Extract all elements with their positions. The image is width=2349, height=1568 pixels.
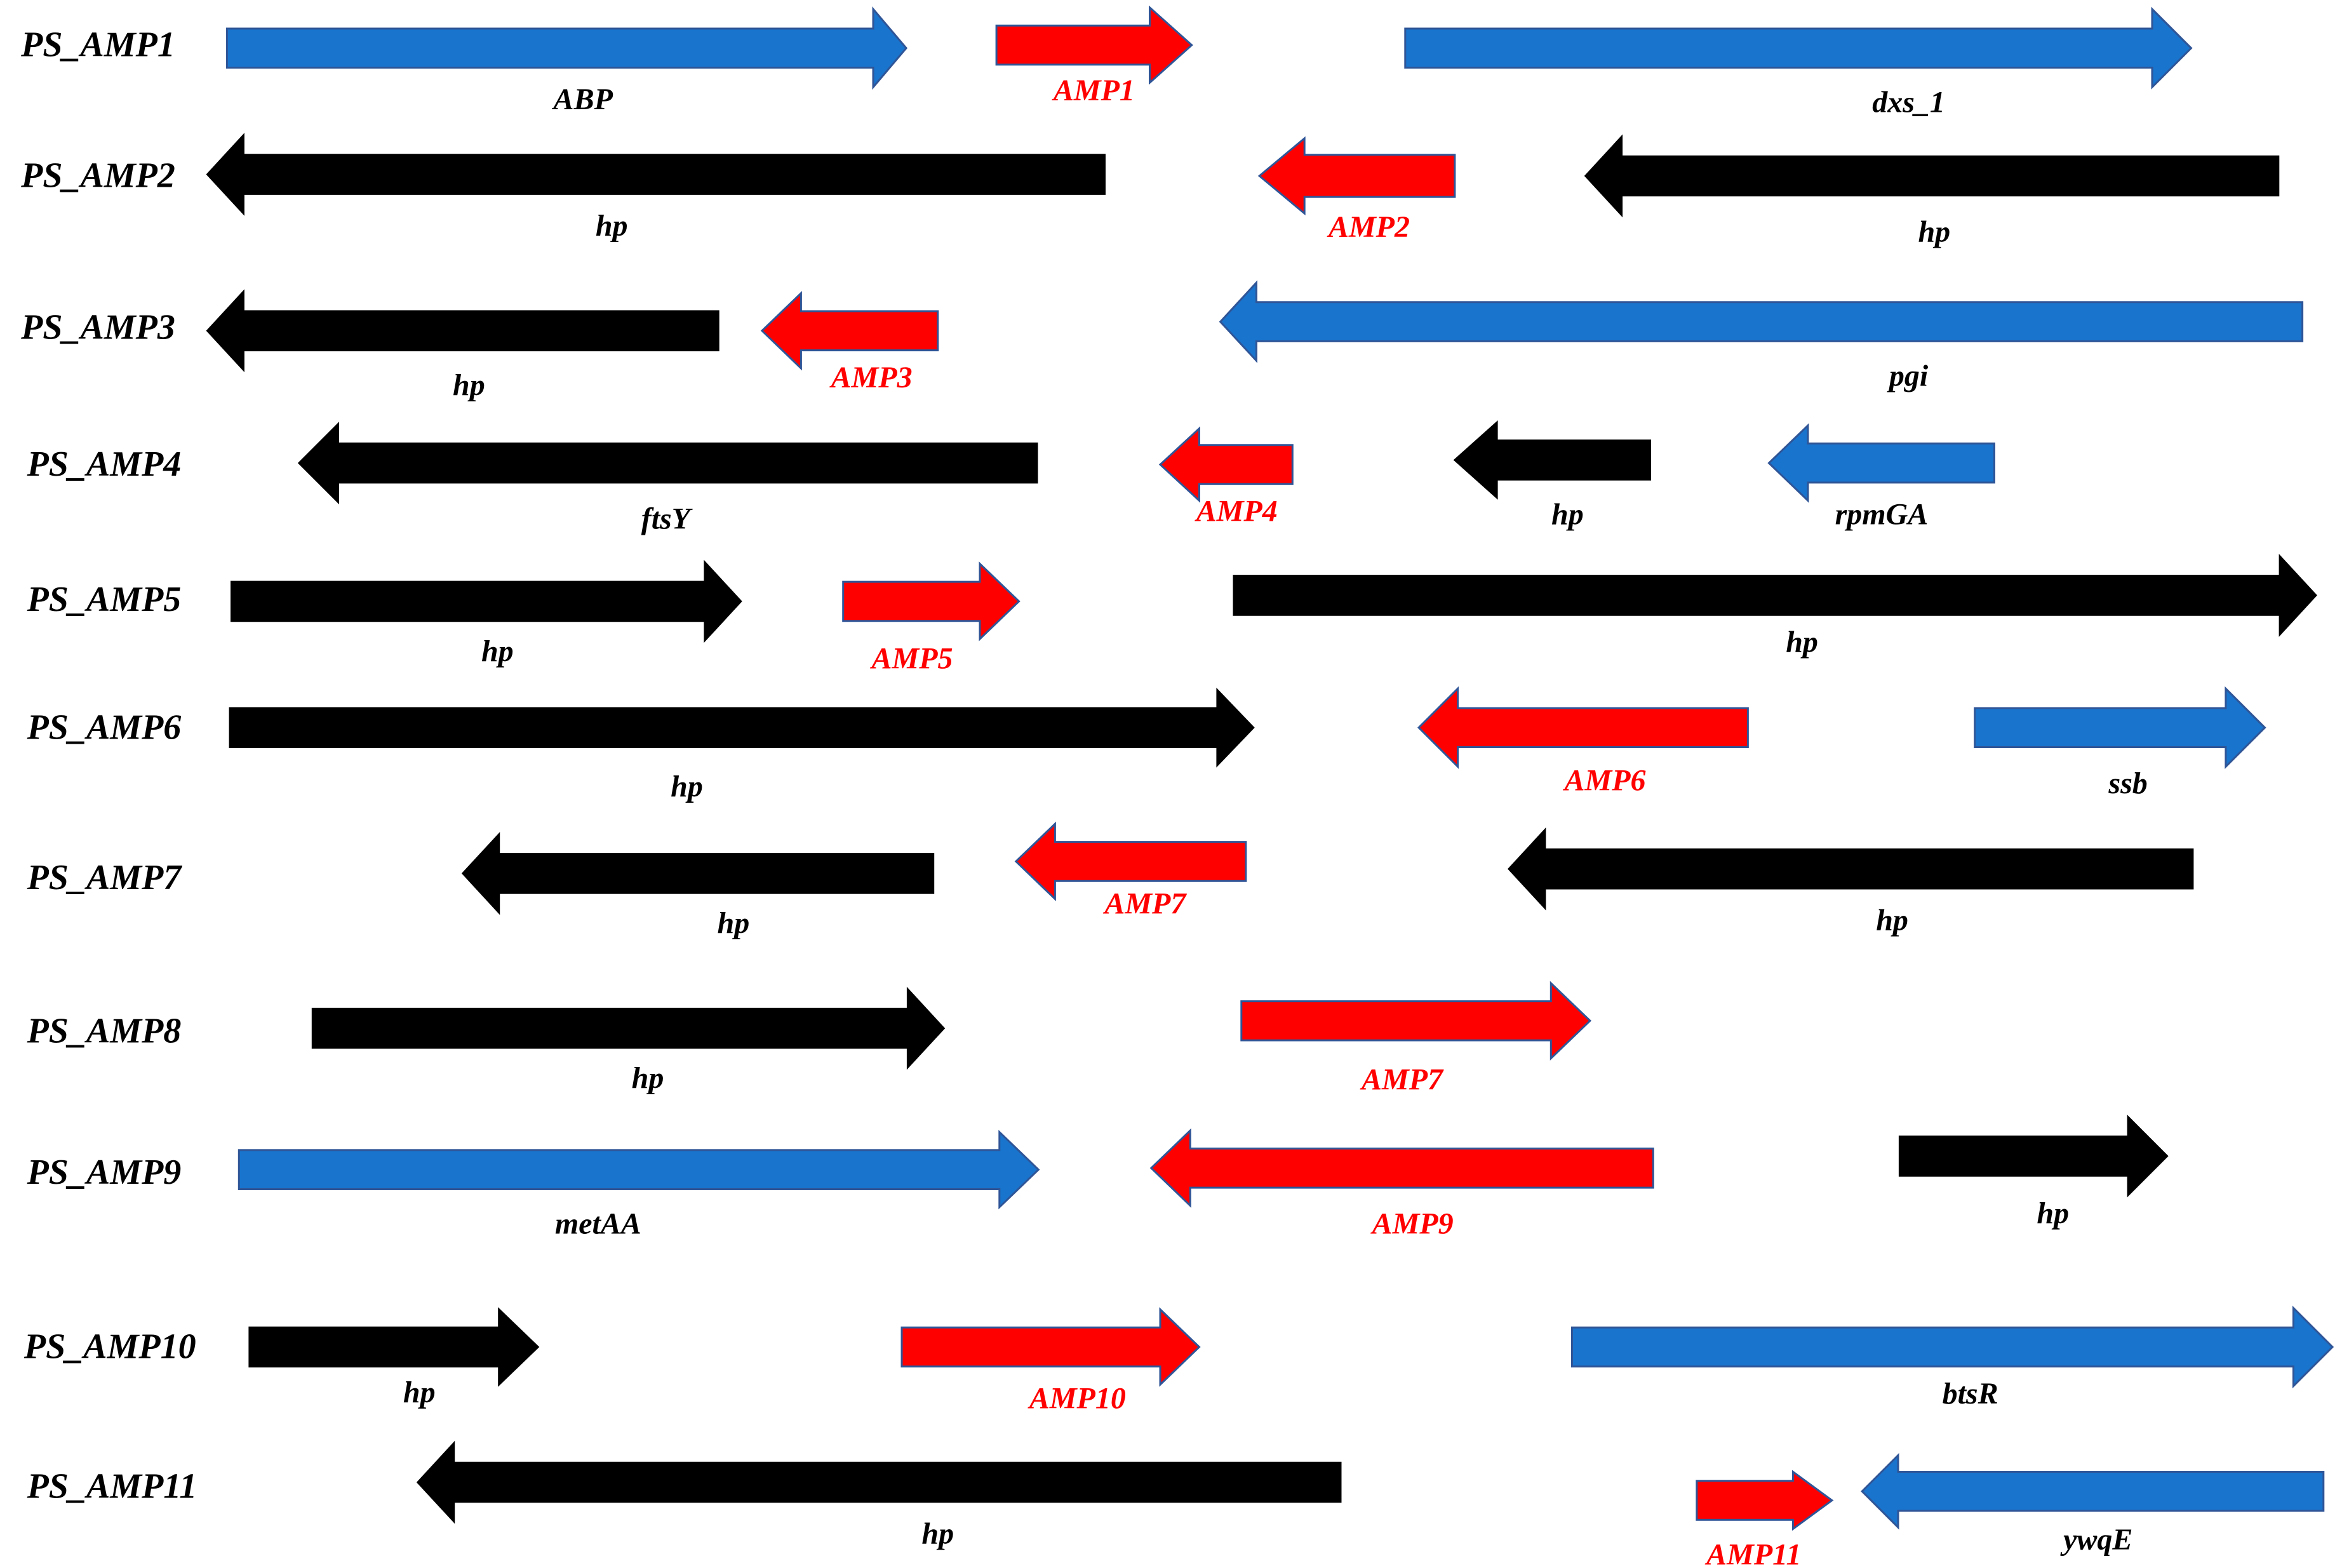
gene-arrow-reverse [206, 289, 719, 373]
gene-arrow-forward [229, 687, 1255, 768]
amp-gene-label: AMP11 [1704, 1538, 1801, 1568]
amp-gene-label: AMP5 [870, 642, 953, 676]
locus-label: PS_AMP1 [20, 25, 175, 65]
gene-label: metAA [555, 1207, 641, 1241]
locus-label: PS_AMP7 [27, 858, 183, 897]
gene-label: hp [403, 1376, 436, 1409]
gene-label: btsR [1943, 1377, 1998, 1411]
amp-gene-arrow-reverse [760, 291, 939, 371]
locus-label: PS_AMP2 [20, 156, 175, 196]
amp-gene-arrow-reverse [1014, 821, 1247, 902]
gene-arrow-reverse [416, 1440, 1342, 1524]
gene-arrow-forward [1974, 686, 2266, 769]
gene-arrow-reverse [206, 133, 1106, 216]
gene-label: ABP [552, 83, 613, 116]
gene-label: ftsY [641, 502, 693, 535]
gene-arrow-forward [311, 986, 946, 1070]
gene-arrow-forward [1404, 6, 2193, 90]
locus-label: PS_AMP10 [23, 1327, 196, 1367]
locus-label: PS_AMP9 [27, 1153, 182, 1192]
amp-gene-arrow-reverse [1417, 686, 1749, 769]
amp-gene-arrow-reverse [1257, 136, 1456, 216]
gene-label: hp [481, 634, 514, 668]
gene-arrow-reverse [1861, 1452, 2325, 1530]
amp-gene-arrow-forward [1240, 981, 1592, 1061]
gene-arrow-forward [1571, 1305, 2334, 1389]
gene-arrow-reverse [1508, 827, 2194, 911]
locus-label: PS_AMP11 [27, 1467, 197, 1506]
amp-gene-label: AMP6 [1563, 763, 1646, 797]
amp-gene-label: AMP4 [1195, 495, 1278, 528]
gene-arrow-forward [1233, 554, 2317, 637]
amp-gene-arrow-forward [995, 5, 1193, 85]
gene-arrow-reverse [1219, 280, 2304, 363]
locus-label: PS_AMP4 [27, 445, 182, 484]
gene-arrow-forward [1898, 1115, 2169, 1198]
gene-arrow-reverse [297, 421, 1038, 505]
gene-label: rpmGA [1835, 497, 1929, 531]
gene-label: ywqE [2060, 1523, 2132, 1557]
gene-arrow-reverse [1767, 423, 1995, 503]
locus-label: PS_AMP8 [27, 1011, 182, 1050]
gene-label: hp [596, 209, 628, 243]
gene-label: hp [2037, 1196, 2069, 1230]
locus-label: PS_AMP3 [20, 308, 175, 347]
gene-arrow-forward [248, 1307, 540, 1387]
gene-label: hp [718, 906, 750, 940]
amp-gene-arrow-reverse [1158, 426, 1294, 503]
gene-arrow-forward [231, 560, 742, 643]
amp-gene-label: AMP2 [1327, 210, 1410, 244]
gene-label: hp [632, 1061, 664, 1095]
amp-gene-label: AMP1 [1052, 74, 1135, 107]
gene-arrow-forward [225, 6, 908, 90]
amp-gene-arrow-reverse [1149, 1128, 1654, 1209]
amp-gene-arrow-forward [1696, 1470, 1834, 1531]
gene-label: hp [1918, 215, 1950, 248]
amp-gene-label: AMP7 [1360, 1062, 1444, 1096]
amp-gene-label: AMP10 [1027, 1381, 1126, 1415]
gene-label: hp [671, 770, 703, 803]
gene-label: hp [921, 1517, 954, 1550]
amp-gene-label: AMP7 [1102, 887, 1187, 920]
gene-label: pgi [1887, 359, 1929, 393]
gene-arrow-reverse [1453, 420, 1651, 500]
locus-row-9: PS_AMP9 metAA AMP9 hp [27, 1115, 2169, 1241]
amp-gene-label: AMP9 [1370, 1207, 1454, 1241]
gene-label: hp [453, 368, 485, 402]
gene-arrow-reverse [461, 831, 935, 915]
amp-gene-label: AMP3 [829, 361, 913, 394]
amp-gene-arrow-forward [842, 561, 1021, 641]
gene-label: dxs_1 [1872, 86, 1945, 119]
amp-gene-arrow-forward [900, 1307, 1201, 1387]
gene-label: hp [1786, 626, 1818, 659]
gene-label: hp [1551, 497, 1584, 531]
locus-row-4: PS_AMP4 ftsY AMP4 hp rpmGA [27, 420, 1995, 535]
gene-label: hp [1876, 903, 1908, 937]
gene-arrow-reverse [1584, 134, 2280, 218]
gene-label: ssb [2108, 767, 2147, 800]
locus-label: PS_AMP6 [27, 707, 182, 747]
locus-label: PS_AMP5 [27, 580, 182, 619]
gene-arrow-forward [238, 1129, 1040, 1210]
